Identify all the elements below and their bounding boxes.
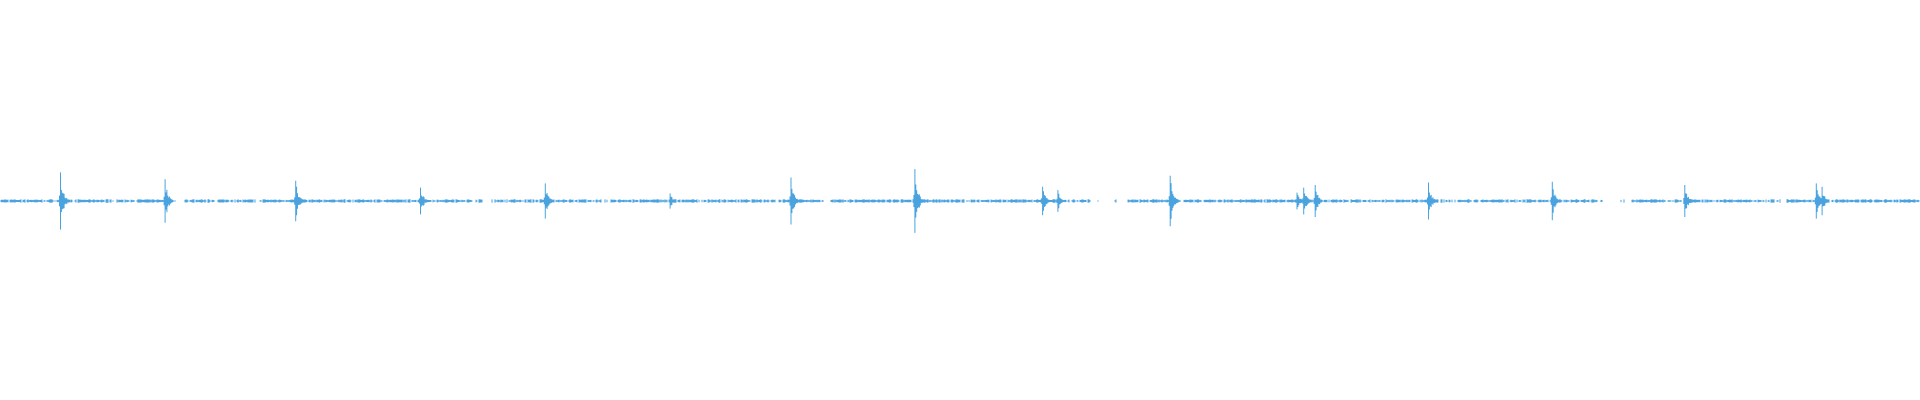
waveform-transient-10 xyxy=(1056,190,1065,212)
waveform-transient-3 xyxy=(294,180,305,222)
waveform-transient-5 xyxy=(543,183,554,219)
waveform-transient-15 xyxy=(1427,182,1437,220)
waveform-transient-14 xyxy=(1313,185,1323,217)
waveform-transient-9 xyxy=(1041,186,1050,216)
waveform-transient-16 xyxy=(1550,181,1561,221)
waveform-transient-6 xyxy=(668,193,676,209)
waveform-transient-1 xyxy=(59,172,70,230)
waveform-transient-8 xyxy=(913,169,926,233)
waveform-transient-4 xyxy=(419,187,428,215)
waveform-transient-17 xyxy=(1683,185,1694,217)
waveform-transient-2 xyxy=(163,179,174,223)
waveform-transient-13 xyxy=(1302,187,1312,215)
waveform-transient-11 xyxy=(1168,175,1179,227)
waveform-transient-19 xyxy=(1820,186,1829,216)
waveform-trace xyxy=(0,169,1920,233)
waveform-transient-7 xyxy=(789,177,801,225)
